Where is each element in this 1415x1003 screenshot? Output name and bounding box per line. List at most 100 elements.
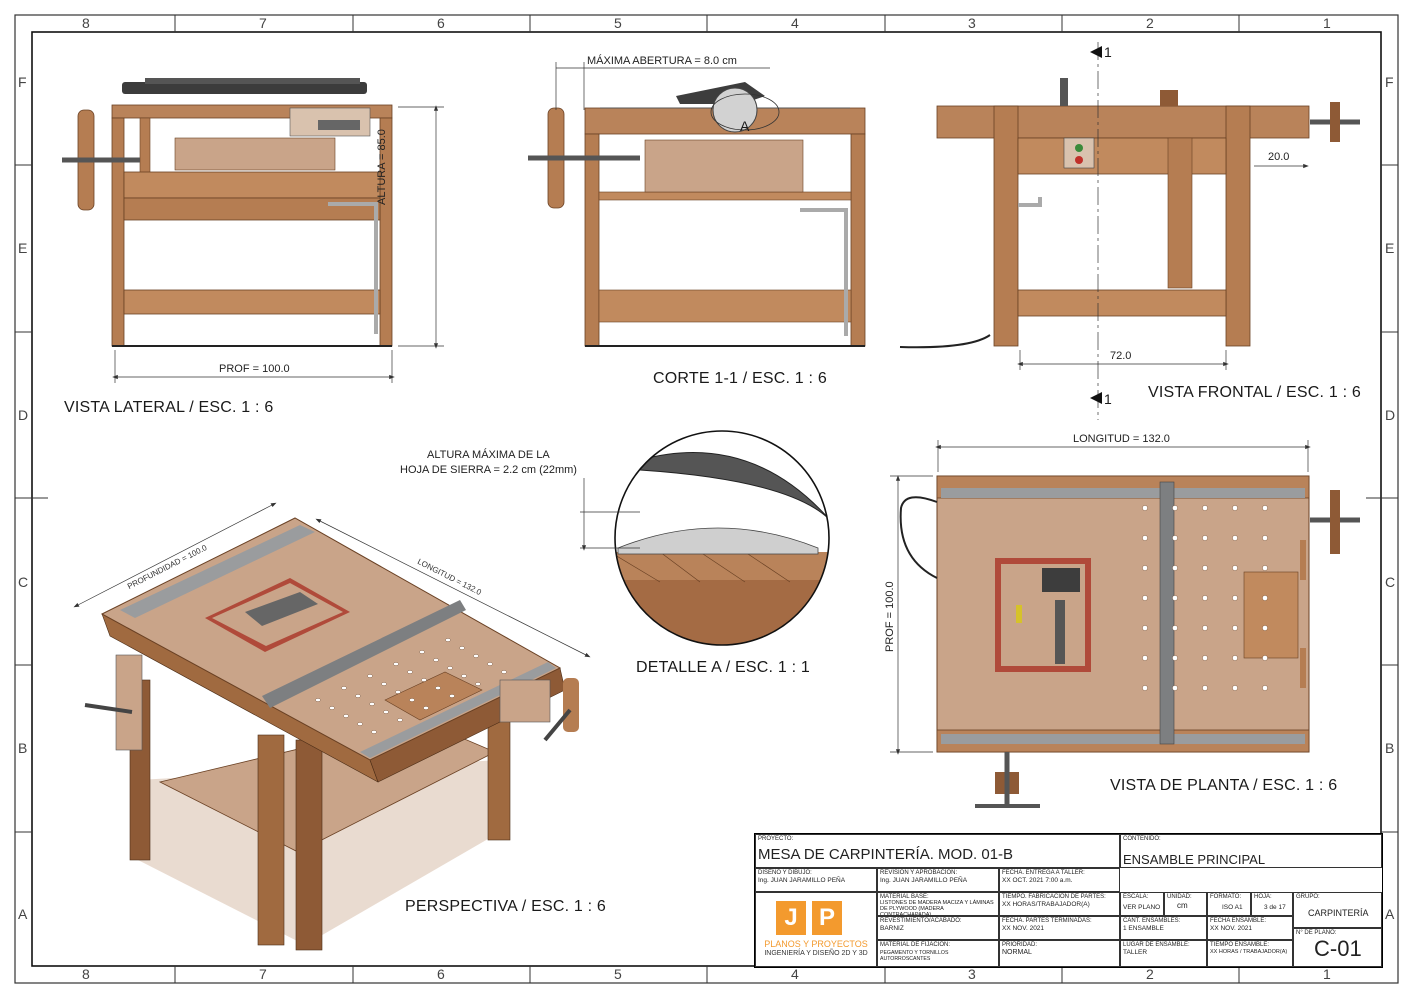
tb-proyecto: PROYECTO: MESA DE CARPINTERÍA. MOD. 01-B [755,834,1120,868]
logo-j: J [776,901,806,935]
dog-hole [343,714,349,718]
title-vista-planta: VISTA DE PLANTA / ESC. 1 : 6 [1110,777,1338,794]
dog-hole [1172,565,1178,571]
tb-numero-plano: N° DE PLANO: C-01 [1293,928,1382,967]
dog-hole [1142,685,1148,691]
logo-line-2: INGENIERÍA Y DISEÑO 2D Y 3D [764,950,868,957]
tb-material-line-1: LISTONES DE MADERA MACIZA Y LÁMINAS [880,900,994,906]
title-corte: CORTE 1-1 / ESC. 1 : 6 [653,370,827,387]
tb-material-line-2: DE PLYWOOD (MADERA CONTRACHAPADA) [880,906,944,916]
dog-hole [1172,655,1178,661]
plan-view [899,475,1360,808]
dog-hole [1262,565,1268,571]
dog-hole [1232,625,1238,631]
tb-escala: ESCALA: VER PLANO [1120,892,1164,916]
title-vista-frontal: VISTA FRONTAL / ESC. 1 : 6 [1148,384,1361,401]
zone-col-top-1: 8 [82,15,90,31]
dog-hole [1262,595,1268,601]
tb-nplano-value: C-01 [1314,936,1362,961]
zone-row-right-1: F [1385,74,1394,90]
tb-contenido: CONTENIDO: ENSAMBLE PRINCIPAL [1120,834,1382,868]
tb-unidad-label: UNIDAD: [1167,894,1192,900]
tb-logo: J P PLANOS Y PROYECTOS INGENIERÍA Y DISE… [755,892,877,967]
title-perspectiva: PERSPECTIVA / ESC. 1 : 6 [405,898,607,915]
tb-unidad-value: cm [1177,901,1188,910]
dog-hole [433,658,439,662]
dim-72: 72.0 [1110,350,1132,362]
perspective-view [84,517,579,951]
tb-revest-label: REVESTIMIENTO/ACABADO: [880,918,962,924]
title-detalle: DETALLE A / ESC. 1 : 1 [636,659,810,676]
dog-hole [1172,595,1178,601]
zone-col-bottom-6: 3 [968,966,976,982]
tb-grupo-value: CARPINTERÍA [1308,908,1369,918]
lateral-view [62,78,393,347]
zone-row-right-5: B [1385,740,1395,756]
zone-col-bottom-4: 5 [614,966,622,982]
tb-revestimiento: REVESTIMIENTO/ACABADO: BARNIZ [877,916,999,940]
zone-row-right-3: D [1385,407,1396,423]
dog-hole [1262,505,1268,511]
dog-hole [1202,535,1208,541]
dog-hole [459,646,465,650]
tb-tiempo-value: XX HORAS/TRABAJADOR(A) [1002,901,1090,908]
zone-col-bottom-1: 8 [82,966,90,982]
zone-row-left-2: E [18,240,28,256]
zone-row-right-2: E [1385,240,1395,256]
tb-hoja-label: HOJA: [1254,894,1272,900]
dog-hole [1232,685,1238,691]
dog-hole [1172,685,1178,691]
tb-diseno-value: Ing. JUAN JARAMILLO PEÑA [758,877,846,884]
section-marker-top: 1 [1104,44,1112,60]
dim-prof-lateral: PROF = 100.0 [219,363,290,375]
dog-hole [421,678,427,682]
dog-hole [449,694,455,698]
zone-col-top-3: 6 [437,15,445,31]
dim-prof-planta: PROF = 100.0 [884,581,896,652]
tb-tiempo-label: TIEMPO. FABRICACIÓN DE PARTES: [1002,894,1106,900]
dog-hole [1232,655,1238,661]
tb-grupo-label: GRUPO: [1296,894,1320,900]
zone-row-right-4: C [1385,574,1396,590]
tb-unidad: UNIDAD: cm [1164,892,1207,916]
detail-marker: A [740,118,750,134]
zone-col-top-6: 3 [968,15,976,31]
title-block: PROYECTO: MESA DE CARPINTERÍA. MOD. 01-B… [754,833,1383,968]
tb-lugar: LUGAR DE ENSAMBLE: TALLER [1120,940,1207,967]
dog-hole [1142,625,1148,631]
tb-tiempo: TIEMPO. FABRICACIÓN DE PARTES: XX HORAS/… [999,892,1120,916]
persp-dog-holes [315,638,507,734]
dog-hole [367,674,373,678]
dim-20: 20.0 [1268,151,1290,163]
dog-hole [409,698,415,702]
zone-row-left-6: A [18,906,28,922]
dog-hole [1142,535,1148,541]
tb-formato: FORMATO: ISO A1 [1207,892,1251,916]
tb-proyecto-value: MESA DE CARPINTERÍA. MOD. 01-B [758,846,1014,863]
dog-hole [461,674,467,678]
tb-fpartes-value: XX NOV. 2021 [1002,925,1045,932]
dim-apertura: MÁXIMA ABERTURA = 8.0 cm [587,55,737,67]
front-view [899,78,1360,349]
tb-fpartes-label: FECHA. PARTES TERMINADAS: [1002,918,1092,924]
dog-hole [1232,565,1238,571]
dog-hole [487,662,493,666]
tb-prioridad: PRIORIDAD: NORMAL [999,940,1120,967]
tb-fecha-partes: FECHA. PARTES TERMINADAS: XX NOV. 2021 [999,916,1120,940]
dog-hole [1172,625,1178,631]
tb-diseno-label: DISEÑO Y DIBUJO: [758,870,812,876]
dog-hole [1202,685,1208,691]
zone-col-top-7: 2 [1146,15,1154,31]
tb-hoja-value: 3 de 17 [1264,904,1286,911]
tb-revision: REVISIÓN Y APROBACIÓN: Ing. JUAN JARAMIL… [877,868,999,892]
zone-col-top-5: 4 [791,15,799,31]
zone-col-bottom-7: 2 [1146,966,1154,982]
dog-hole [397,718,403,722]
dog-hole [1262,655,1268,661]
dog-hole [341,686,347,690]
dog-hole [435,686,441,690]
dog-hole [371,730,377,734]
tb-fens-value: XX NOV. 2021 [1210,925,1253,932]
dog-hole [1202,505,1208,511]
